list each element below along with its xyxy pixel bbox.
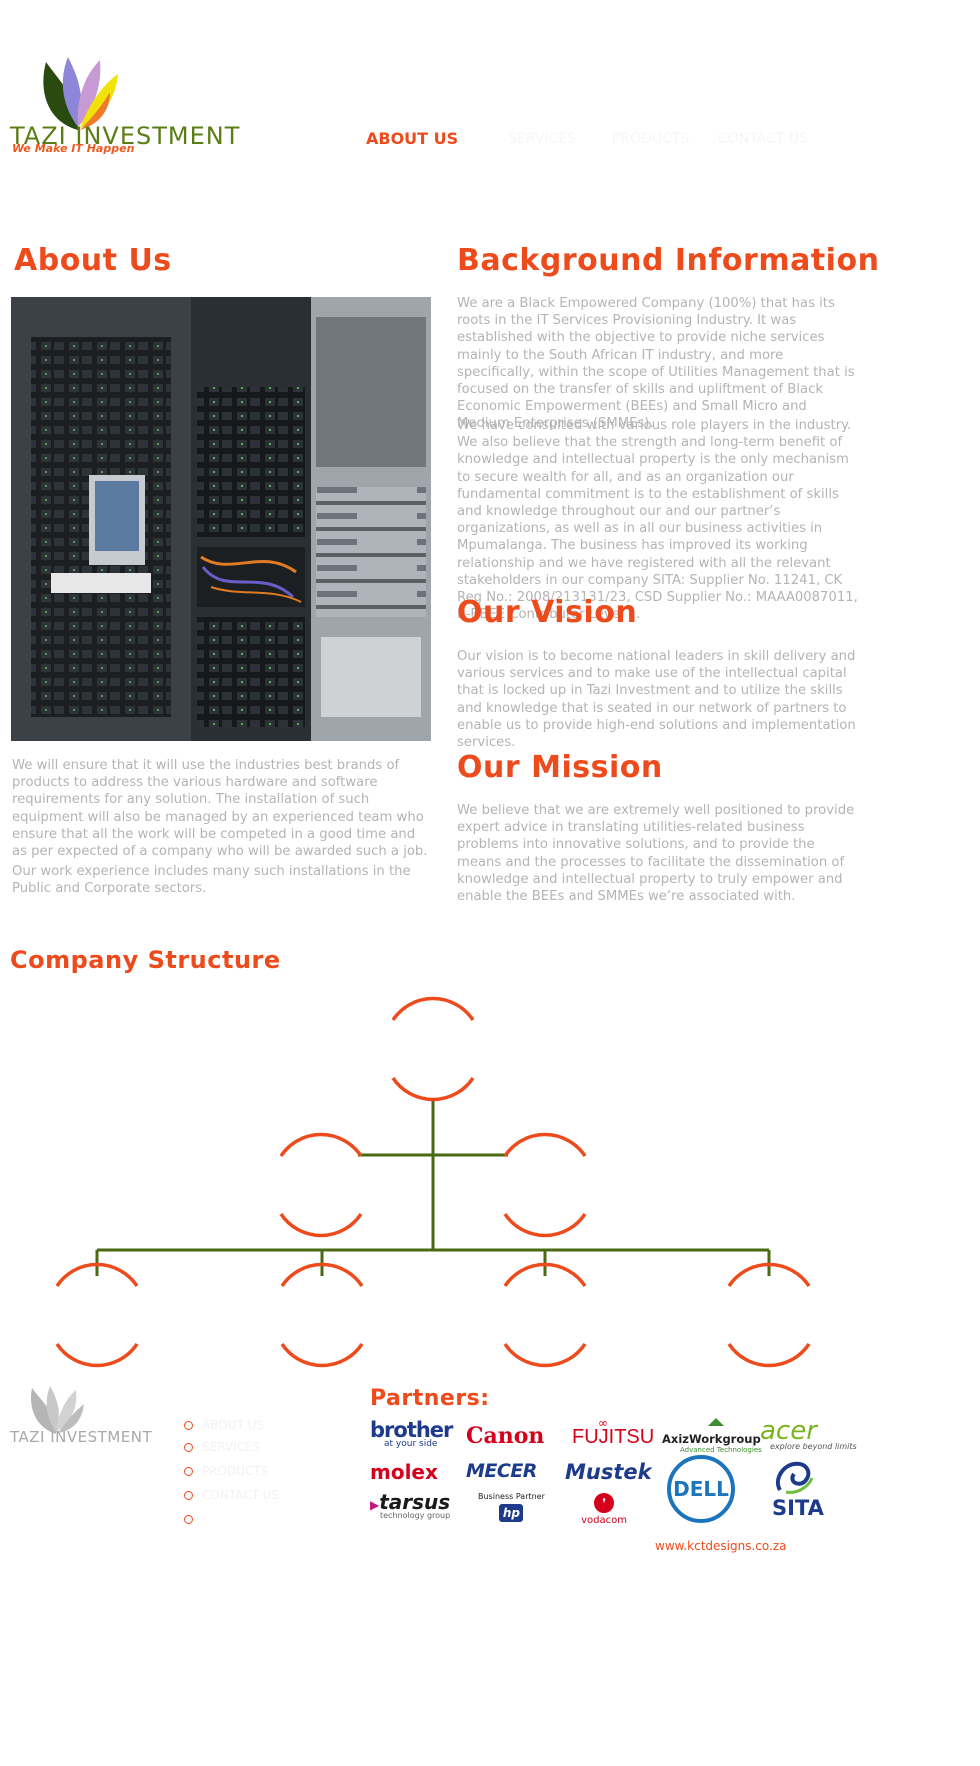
partner-sub: Business Partner bbox=[478, 1492, 545, 1501]
org-node-bottom-2 bbox=[280, 1262, 364, 1368]
org-node-top bbox=[391, 996, 475, 1102]
footer-link-label: PRODUCTS bbox=[202, 1464, 269, 1478]
org-chart-lines bbox=[95, 1100, 771, 1276]
partner-name: FUJITSU bbox=[572, 1426, 655, 1448]
partner-mecer[interactable]: MECER bbox=[466, 1460, 537, 1482]
vision-text: Our vision is to become national leaders… bbox=[457, 649, 856, 751]
footer-bullet-icon bbox=[184, 1515, 193, 1524]
partner-axizworkgroup[interactable]: AxizWorkgroup Advanced Technologies bbox=[662, 1418, 762, 1454]
footer-bullet-icon bbox=[184, 1443, 193, 1452]
logo-name-part2: INVESTMENT bbox=[75, 122, 241, 150]
fujitsu-infinity-icon: ∞ bbox=[598, 1416, 608, 1430]
partner-mustek[interactable]: Mustek bbox=[565, 1460, 652, 1484]
structure-heading: Company Structure bbox=[10, 946, 281, 974]
partner-molex[interactable]: molex bbox=[370, 1460, 438, 1484]
footer-link-2[interactable]: SERVICES bbox=[184, 1440, 260, 1454]
footer-logo-name-part1: TAZI bbox=[10, 1428, 45, 1446]
server-racks-image bbox=[11, 297, 431, 741]
logo-flower-icon bbox=[43, 57, 118, 130]
nav-about-us[interactable]: ABOUT US bbox=[366, 129, 459, 148]
partner-name: ▶tarsus bbox=[370, 1490, 450, 1514]
partner-name: Mustek bbox=[565, 1460, 652, 1484]
partner-name-text: tarsus bbox=[379, 1490, 451, 1514]
footer-link-3[interactable]: PRODUCTS bbox=[184, 1464, 268, 1478]
partner-sub: Advanced Technologies bbox=[680, 1446, 762, 1454]
nav-contact-us[interactable]: CONTACT US bbox=[718, 131, 808, 147]
partner-tarsus[interactable]: ▶tarsus technology group bbox=[370, 1490, 450, 1520]
partner-name: molex bbox=[370, 1460, 438, 1484]
logo-name-part1: TAZI bbox=[10, 122, 67, 150]
footer-bullet-icon bbox=[184, 1491, 193, 1500]
partner-name: vodacom bbox=[581, 1515, 627, 1526]
site-logo[interactable]: TAZI INVESTMENT We Make IT Happen bbox=[10, 52, 240, 157]
footer-link-1[interactable]: ABOUT US bbox=[184, 1418, 264, 1432]
mission-heading: Our Mission bbox=[457, 750, 663, 785]
partner-name: AxizWorkgroup bbox=[662, 1432, 761, 1446]
designer-credit-link[interactable]: www.kctdesigns.co.za bbox=[655, 1539, 787, 1553]
org-node-bottom-3 bbox=[503, 1262, 587, 1368]
footer-logo-name-part2: INVESTMENT bbox=[50, 1428, 153, 1446]
footer-link-4[interactable]: CONTACT US bbox=[184, 1488, 279, 1502]
tarsus-arrow-icon: ▶ bbox=[370, 1498, 380, 1512]
org-node-bottom-1 bbox=[55, 1262, 139, 1368]
partner-name: brother bbox=[370, 1418, 453, 1442]
org-node-bottom-4 bbox=[727, 1262, 811, 1368]
partner-hp[interactable]: Business Partner hp bbox=[478, 1492, 545, 1522]
footer-logo[interactable]: TAZI INVESTMENT bbox=[10, 1384, 170, 1454]
partner-dell[interactable]: DELL bbox=[667, 1455, 735, 1523]
axiz-triangle-icon bbox=[708, 1418, 724, 1426]
org-node-right bbox=[503, 1132, 587, 1238]
about-heading: About Us bbox=[14, 243, 172, 278]
nav-products[interactable]: PRODUCTS bbox=[612, 131, 690, 147]
org-chart bbox=[55, 996, 811, 1368]
partner-acer[interactable]: acer explore beyond limits bbox=[760, 1416, 857, 1451]
sita-swirl-icon bbox=[775, 1461, 814, 1494]
partner-name: SITA bbox=[772, 1496, 824, 1520]
partners-heading: Partners: bbox=[370, 1386, 490, 1411]
nav-services[interactable]: SERVICES bbox=[508, 131, 576, 147]
about-paragraph-2: Our work experience includes many such i… bbox=[12, 864, 411, 897]
footer-link-label: SERVICES bbox=[202, 1440, 261, 1454]
partner-sub: explore beyond limits bbox=[770, 1442, 857, 1451]
footer-bullet-icon bbox=[184, 1421, 193, 1430]
vision-heading: Our Vision bbox=[457, 595, 638, 630]
partner-sub: at your side bbox=[384, 1439, 438, 1449]
footer-link-label: CONTACT US bbox=[202, 1488, 280, 1502]
partner-canon[interactable]: Canon bbox=[466, 1423, 544, 1449]
tagline: We Make IT Happen bbox=[12, 142, 135, 155]
partner-name: hp bbox=[499, 1504, 524, 1522]
footer-logo-flower-icon bbox=[31, 1386, 84, 1434]
partner-name: acer bbox=[760, 1416, 817, 1446]
vodafone-speechmark-icon: ❜ bbox=[594, 1493, 614, 1513]
partner-name: MECER bbox=[466, 1460, 537, 1482]
footer-link-5[interactable] bbox=[184, 1515, 193, 1524]
about-paragraph-1: We will ensure that it will use the indu… bbox=[12, 758, 428, 860]
partner-name: Canon bbox=[466, 1423, 545, 1449]
background-paragraph-1: We are a Black Empowered Company (100%) … bbox=[457, 296, 855, 432]
partner-fujitsu[interactable]: ∞ FUJITSU bbox=[572, 1416, 655, 1449]
partner-name: DELL bbox=[673, 1477, 729, 1501]
partner-sita[interactable]: SITA bbox=[772, 1460, 824, 1520]
server-racks-photo bbox=[11, 297, 431, 741]
partner-brother[interactable]: brother at your side bbox=[370, 1418, 460, 1449]
org-node-left bbox=[279, 1132, 363, 1238]
background-paragraph-2: We have consulted with various role play… bbox=[457, 418, 858, 623]
background-heading: Background Information bbox=[457, 243, 880, 278]
mission-text: We believe that we are extremely well po… bbox=[457, 803, 855, 905]
partner-vodacom[interactable]: ❜ vodacom bbox=[580, 1493, 628, 1526]
partner-sub: technology group bbox=[380, 1511, 451, 1520]
footer-bullet-icon bbox=[184, 1467, 193, 1476]
footer-link-label: ABOUT US bbox=[202, 1418, 265, 1432]
